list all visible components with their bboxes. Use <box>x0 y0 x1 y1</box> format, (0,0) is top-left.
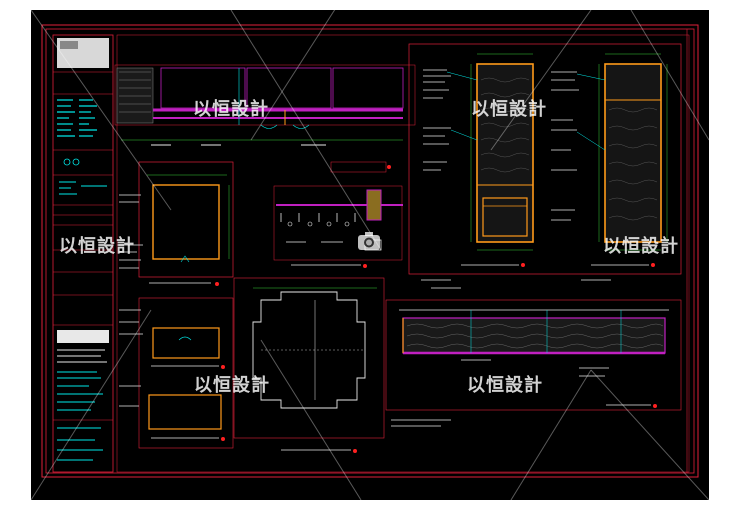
ceiling-plan <box>233 277 385 453</box>
project-label-box <box>57 330 109 343</box>
watermark-text: 以恒設計 <box>59 236 135 257</box>
outer-frame <box>41 24 699 478</box>
drawing-sheet: 以恒設計 以恒設計 以恒設計 以恒設計 以恒設計 以恒設計 <box>31 10 709 500</box>
watermark-lines <box>31 10 709 500</box>
lower-left-plans <box>119 297 234 449</box>
plan-square-table <box>119 161 234 286</box>
watermark-text: 以恒設計 <box>194 375 270 396</box>
watermark-text: 以恒設計 <box>467 375 543 396</box>
watermark-text: 以恒設計 <box>603 236 679 257</box>
top-elevation <box>114 64 416 173</box>
section-detail <box>273 185 403 268</box>
lower-elevation <box>385 279 682 427</box>
camera-icon <box>358 232 380 250</box>
cabinet-elevation-panel <box>408 43 682 275</box>
inner-frame <box>45 28 695 474</box>
watermark-text: 以恒設計 <box>471 99 547 120</box>
cad-drawing <box>31 10 709 500</box>
watermark-text: 以恒設計 <box>193 99 269 120</box>
title-block <box>52 34 114 473</box>
